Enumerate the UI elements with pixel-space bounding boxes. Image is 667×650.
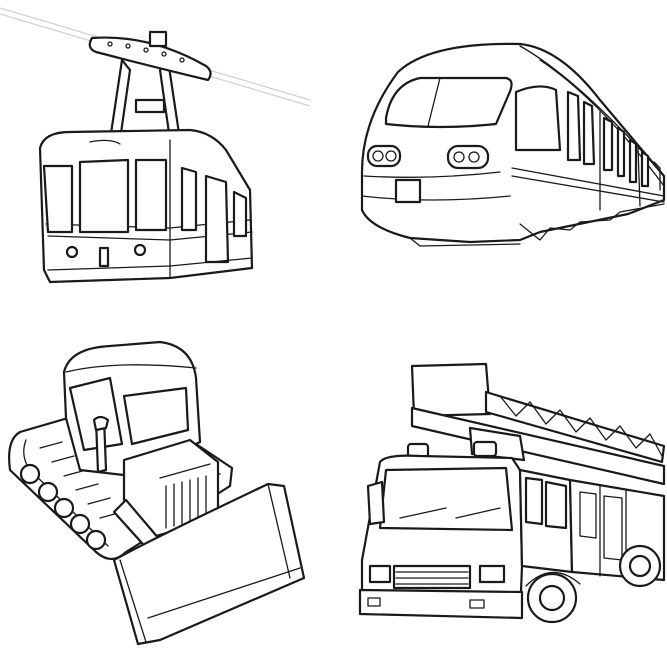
- bulldozer-icon: [8, 340, 306, 646]
- high-speed-train-icon: [360, 42, 666, 247]
- cable-car-icon: [0, 7, 311, 284]
- fire-truck-icon: [358, 362, 666, 624]
